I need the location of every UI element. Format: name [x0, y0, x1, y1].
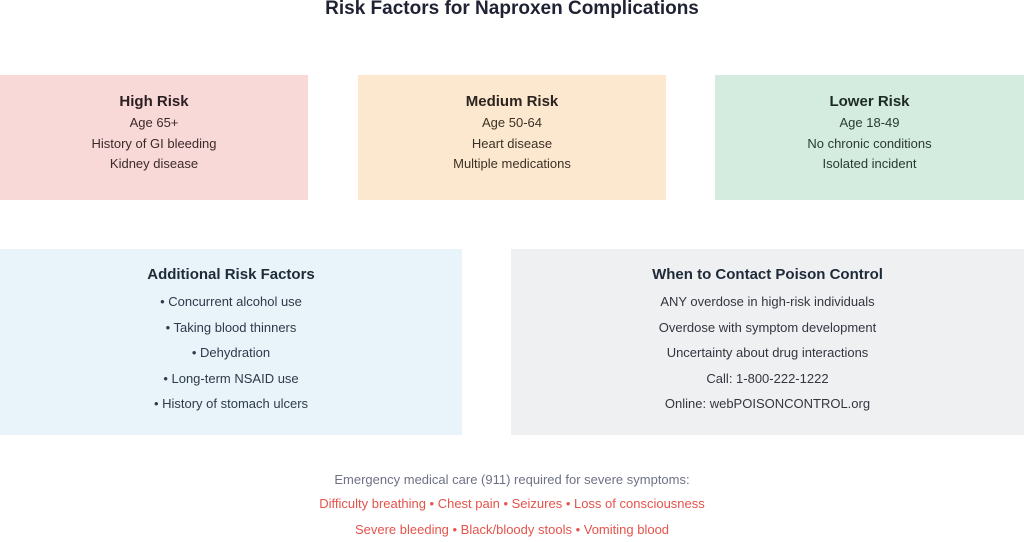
high-risk-box: High Risk Age 65+ History of GI bleeding…	[0, 75, 308, 200]
emergency-intro: Emergency medical care (911) required fo…	[0, 469, 1024, 491]
medium-risk-box: Medium Risk Age 50-64 Heart disease Mult…	[358, 75, 666, 200]
poison-control-website: Online: webPOISONCONTROL.org	[511, 391, 1024, 417]
poison-control-phone: Call: 1-800-222-1222	[511, 366, 1024, 392]
lower-risk-item: Isolated incident	[715, 154, 1024, 175]
high-risk-item: History of GI bleeding	[0, 134, 308, 155]
high-risk-item: Age 65+	[0, 113, 308, 134]
additional-risk-factors-box: Additional Risk Factors • Concurrent alc…	[0, 249, 462, 435]
additional-risk-item: • Concurrent alcohol use	[0, 289, 462, 315]
emergency-symptoms-line-2: Severe bleeding • Black/bloody stools • …	[0, 517, 1024, 542]
poison-control-box: When to Contact Poison Control ANY overd…	[511, 249, 1024, 435]
poison-control-item: Overdose with symptom development	[511, 315, 1024, 341]
medium-risk-item: Heart disease	[358, 134, 666, 155]
emergency-symptoms-line-1: Difficulty breathing • Chest pain • Seiz…	[0, 491, 1024, 517]
additional-risk-item: • Taking blood thinners	[0, 315, 462, 341]
poison-control-item: Uncertainty about drug interactions	[511, 340, 1024, 366]
page-title: Risk Factors for Naproxen Complications	[0, 0, 1024, 20]
additional-risk-item: • Long-term NSAID use	[0, 366, 462, 392]
additional-risk-factors-heading: Additional Risk Factors	[0, 266, 462, 284]
lower-risk-item: No chronic conditions	[715, 134, 1024, 155]
medium-risk-item: Multiple medications	[358, 154, 666, 175]
poison-control-item: ANY overdose in high-risk individuals	[511, 289, 1024, 315]
emergency-notice: Emergency medical care (911) required fo…	[0, 469, 1024, 542]
medium-risk-item: Age 50-64	[358, 113, 666, 134]
lower-risk-heading: Lower Risk	[715, 93, 1024, 111]
poison-control-heading: When to Contact Poison Control	[511, 266, 1024, 284]
medium-risk-heading: Medium Risk	[358, 93, 666, 111]
high-risk-item: Kidney disease	[0, 154, 308, 175]
high-risk-heading: High Risk	[0, 93, 308, 111]
lower-risk-item: Age 18-49	[715, 113, 1024, 134]
additional-risk-item: • History of stomach ulcers	[0, 391, 462, 417]
additional-risk-item: • Dehydration	[0, 340, 462, 366]
lower-risk-box: Lower Risk Age 18-49 No chronic conditio…	[715, 75, 1024, 200]
